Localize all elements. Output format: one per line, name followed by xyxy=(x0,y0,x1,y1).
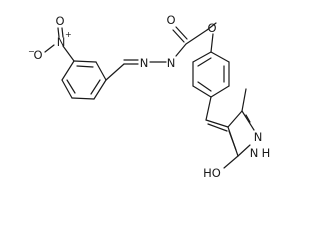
nitro-minus-charge: − xyxy=(28,47,35,56)
phenylene-ring xyxy=(192,51,230,98)
carbonyl-o-label: O xyxy=(166,13,175,27)
pyrazolone-ring xyxy=(223,88,255,169)
pyrazole-n1-label: N xyxy=(254,130,263,144)
pyrazole-n2-label: N xyxy=(250,146,259,160)
pyrazole-h-label: H xyxy=(262,146,271,160)
molecule-structure-diagram: N + O − O N N O O N N H HO xyxy=(28,13,270,180)
nitro-plus-charge: + xyxy=(65,30,72,39)
nitro-n-label: N xyxy=(57,35,66,49)
hydrazone-chain-bonds xyxy=(105,22,217,81)
nitrobenzene-ring xyxy=(61,60,107,100)
ether-o-label: O xyxy=(207,21,216,35)
hydrazone-n1-label: N xyxy=(140,56,149,70)
bond-lines xyxy=(44,22,255,169)
atom-labels: N + O − O N N O O N N H HO xyxy=(28,13,270,180)
hydrazone-n2-label: N xyxy=(167,56,176,70)
methylidene-bonds xyxy=(205,96,229,132)
nitro-o-left-label: O xyxy=(33,48,42,62)
nitro-bonds xyxy=(44,27,75,62)
nitro-o-top-label: O xyxy=(55,14,64,28)
hydroxy-ho-label: HO xyxy=(203,166,221,180)
